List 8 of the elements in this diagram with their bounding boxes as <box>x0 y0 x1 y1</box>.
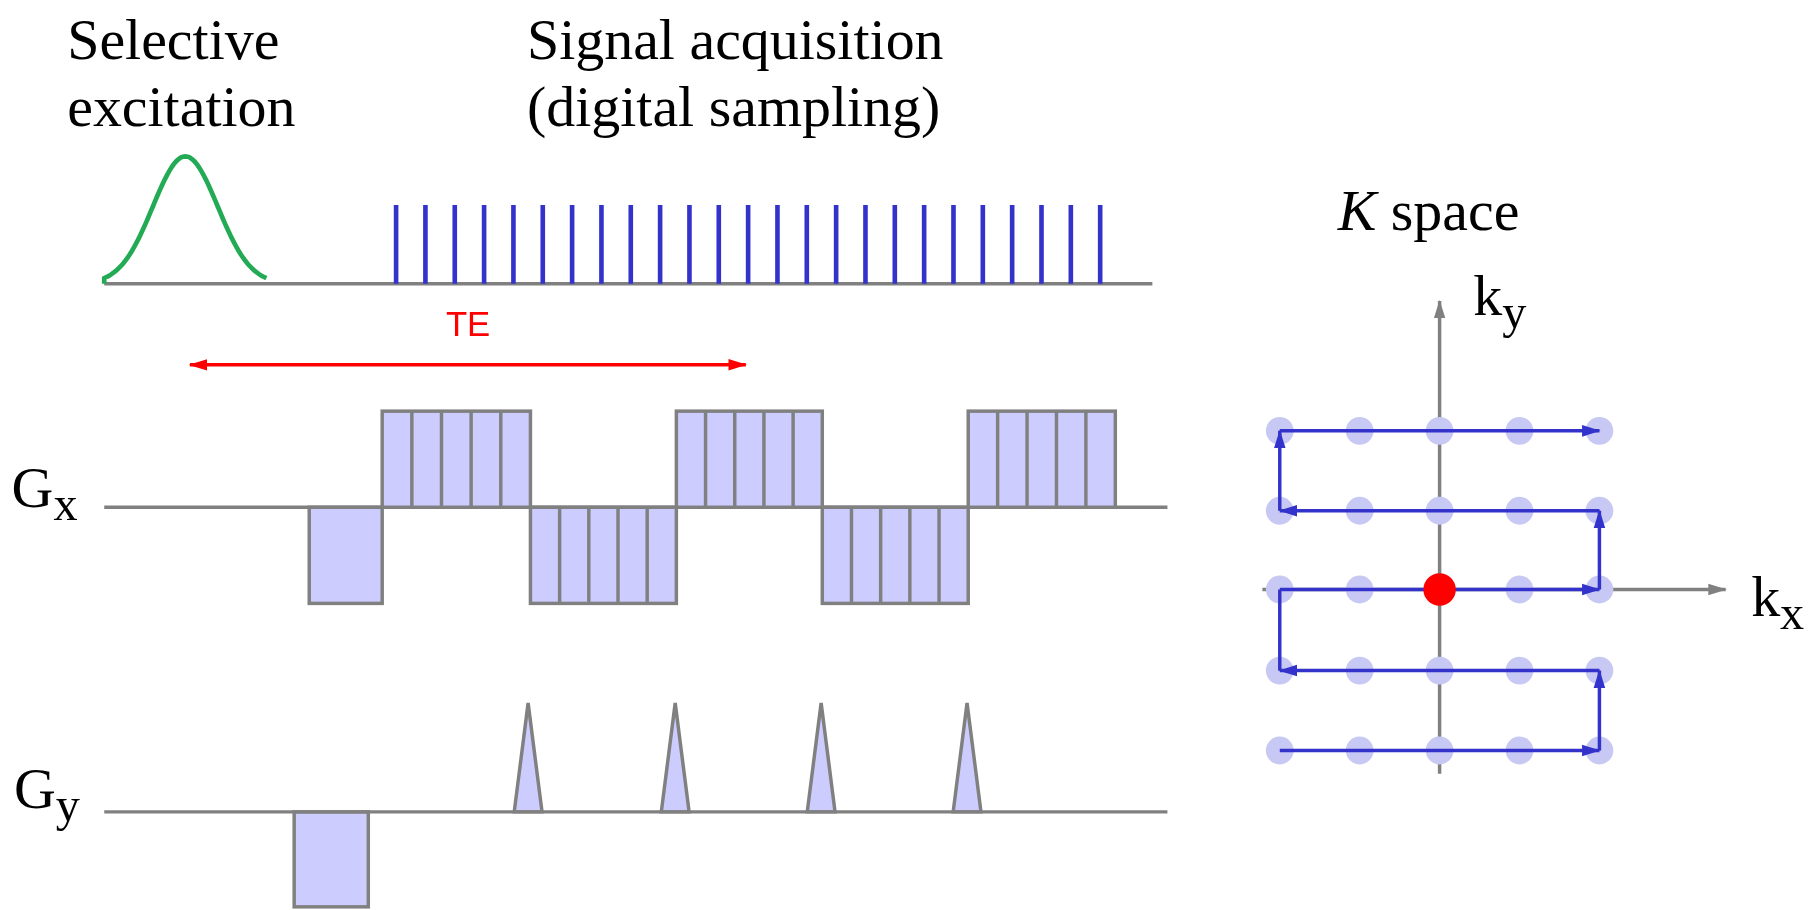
acquisition-label: Signal acquisition (digital sampling) <box>526 5 945 141</box>
excitation-label: Selective excitation <box>67 5 297 141</box>
te-label: TE <box>445 303 491 345</box>
axis-label: k$_{x}$ <box>1751 563 1805 642</box>
gradient-label: G$_{x}$ <box>11 454 78 533</box>
k-space-title: K space <box>1337 177 1520 245</box>
gradient-label: G$_{y}$ <box>13 755 80 834</box>
axis-label: k$_{y}$ <box>1473 261 1527 341</box>
